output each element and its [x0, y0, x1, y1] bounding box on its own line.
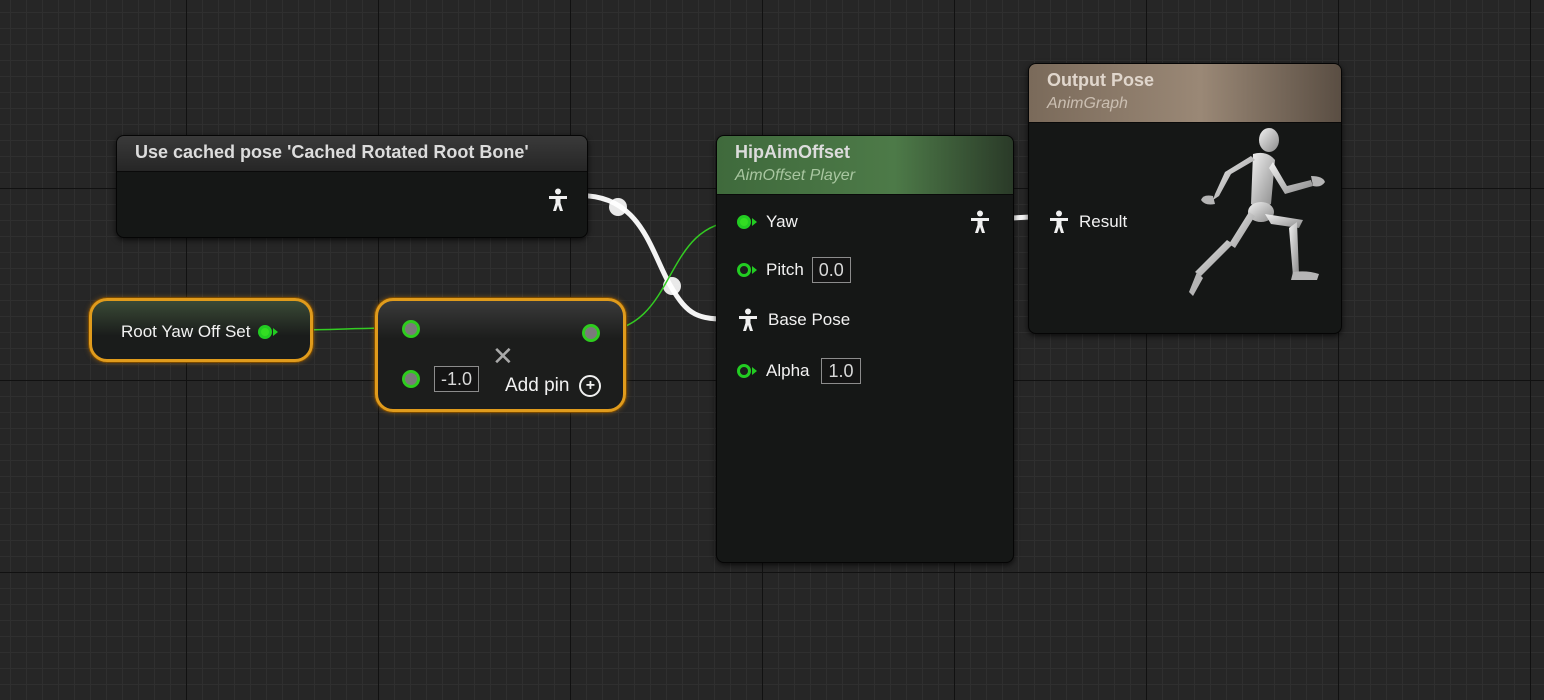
pin-arrow-icon: [273, 328, 279, 336]
node-title: HipAimOffset: [735, 142, 851, 162]
multiply-icon: ✕: [492, 341, 514, 371]
yaw-label: Yaw: [766, 212, 798, 231]
aim-offset-node[interactable]: HipAimOffset AimOffset Player Yaw Pitch …: [716, 135, 1014, 563]
cached-pose-node[interactable]: Use cached pose 'Cached Rotated Root Bon…: [116, 135, 588, 238]
pose-icon: [969, 210, 991, 234]
pin-arrow-icon: [752, 367, 757, 375]
wire-knot: [609, 198, 627, 216]
pose-icon: [547, 188, 569, 212]
node-subtitle: AnimGraph: [1047, 95, 1128, 112]
aim-offset-output-pin[interactable]: [969, 210, 991, 234]
pitch-pin-row[interactable]: Pitch 0.0: [737, 257, 851, 283]
root-yaw-row: Root Yaw Off Set: [121, 322, 279, 342]
multiply-node[interactable]: -1.0 ✕ Add pin +: [375, 298, 626, 412]
multiply-input-a-pin[interactable]: [402, 320, 420, 338]
root-yaw-output-pin[interactable]: [258, 325, 273, 339]
multiply-input-b-pin[interactable]: [402, 370, 420, 388]
alpha-value-input[interactable]: 1.0: [821, 358, 861, 384]
base-pose-pin-row[interactable]: Base Pose: [737, 308, 850, 332]
multiply-output-pin[interactable]: [582, 324, 600, 342]
root-yaw-variable-node[interactable]: Root Yaw Off Set: [89, 298, 313, 362]
multiply-input-b-value[interactable]: -1.0: [434, 366, 480, 392]
cached-pose-output-pin[interactable]: [547, 188, 569, 212]
wire-knot: [663, 277, 681, 295]
add-pin-button[interactable]: Add pin +: [505, 375, 602, 397]
result-pin-row[interactable]: Result: [1048, 210, 1127, 234]
yaw-pin-row[interactable]: Yaw: [737, 212, 798, 232]
cached-pose-header: Use cached pose 'Cached Rotated Root Bon…: [117, 136, 587, 172]
pitch-value-input[interactable]: 0.0: [811, 257, 851, 283]
pose-icon[interactable]: [1048, 210, 1070, 234]
base-pose-label: Base Pose: [768, 310, 851, 329]
result-label: Result: [1079, 212, 1128, 231]
node-title: Use cached pose 'Cached Rotated Root Bon…: [135, 142, 529, 162]
pin-arrow-icon: [752, 218, 757, 226]
pin-arrow-icon: [752, 266, 757, 274]
running-mannequin-icon: [1189, 128, 1325, 296]
multiply-input-b-row: -1.0: [402, 366, 480, 392]
root-yaw-label: Root Yaw Off Set: [121, 322, 251, 341]
output-pose-header: Output Pose AnimGraph: [1029, 64, 1341, 123]
yaw-input-pin[interactable]: [737, 215, 751, 229]
add-circle-icon: +: [579, 375, 602, 397]
pitch-input-pin[interactable]: [737, 263, 751, 277]
output-pose-node[interactable]: Output Pose AnimGraph Result: [1028, 63, 1342, 334]
alpha-input-pin[interactable]: [737, 364, 751, 378]
alpha-pin-row[interactable]: Alpha 1.0: [737, 358, 861, 384]
pose-icon[interactable]: [737, 308, 759, 332]
pitch-label: Pitch: [766, 260, 804, 279]
node-title: Output Pose: [1047, 70, 1154, 90]
node-subtitle: AimOffset Player: [735, 167, 856, 184]
add-pin-label: Add pin: [505, 375, 570, 396]
alpha-label: Alpha: [766, 361, 810, 380]
aim-offset-header: HipAimOffset AimOffset Player: [717, 136, 1013, 195]
